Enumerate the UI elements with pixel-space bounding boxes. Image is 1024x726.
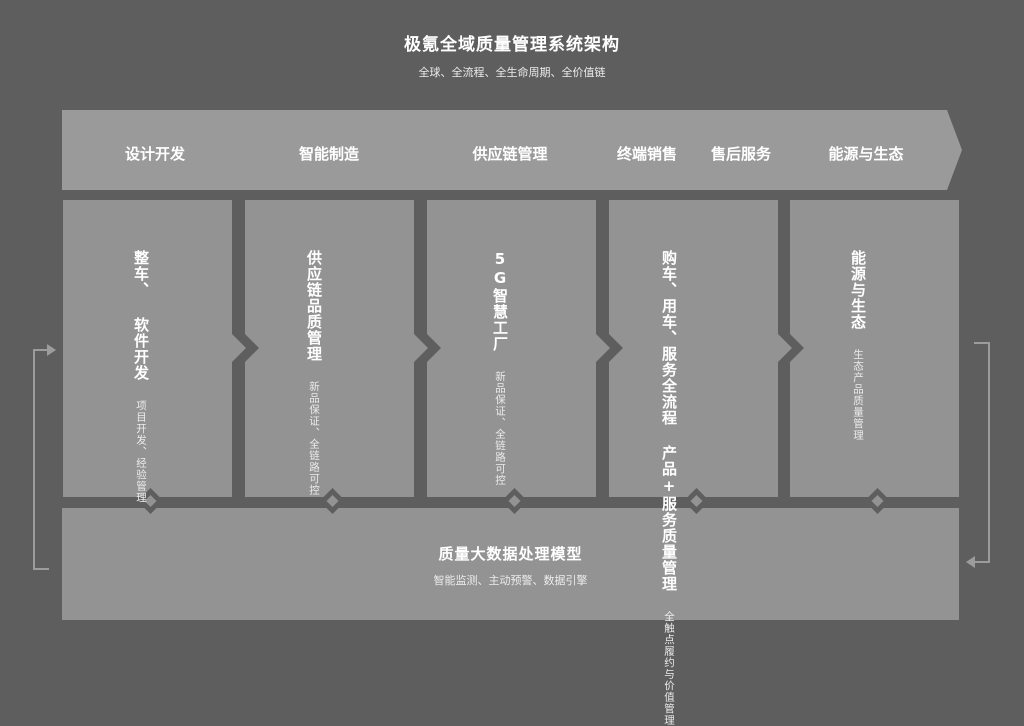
stage-arrow-band xyxy=(62,110,962,190)
card-1-panel xyxy=(63,200,246,497)
bottom-panel xyxy=(62,508,959,620)
stage-label-energy: 能源与生态 xyxy=(828,145,904,163)
card-5-subtitle: 生态产品质量管理 xyxy=(852,349,864,441)
card-4-title-line-2: 产品+服务质量管理 xyxy=(660,445,678,592)
loop-arrow-left-head xyxy=(47,344,56,356)
stage-label-aftersales: 售后服务 xyxy=(710,145,772,163)
card-1-subtitle: 项目开发、经验管理 xyxy=(135,400,147,504)
card-3-text: 5G智慧工厂 新品保证、全链路可控 xyxy=(488,250,512,486)
card-4-panel xyxy=(609,200,792,497)
bottom-panel-title: 质量大数据处理模型 xyxy=(438,545,583,563)
card-3-title: 5G智慧工厂 xyxy=(491,250,509,352)
connector-diamond-inner-1 xyxy=(144,495,157,507)
page-subtitle: 全球、全流程、全生命周期、全价值链 xyxy=(418,66,606,79)
card-2-title: 供应链品质管理 xyxy=(305,250,323,362)
connector-diamond-inner-3 xyxy=(508,495,521,507)
stage-label-manufacturing: 智能制造 xyxy=(298,145,360,163)
stage-label-sales: 终端销售 xyxy=(616,145,678,163)
loop-arrow-right xyxy=(974,342,990,563)
stage-label-supply-chain: 供应链管理 xyxy=(472,145,548,163)
bottom-panel-subtitle: 智能监测、主动预警、数据引擎 xyxy=(433,574,588,587)
card-1-text: 整车、 软件开发 项目开发、经验管理 xyxy=(129,250,153,504)
stage-label-design: 设计开发 xyxy=(124,145,186,163)
connector-diamond-inner-5 xyxy=(871,495,884,507)
card-5-title: 能源与生态 xyxy=(849,250,867,330)
card-3-panel xyxy=(427,200,610,497)
loop-arrow-left xyxy=(33,349,49,570)
connector-diamond-inner-2 xyxy=(326,495,339,507)
flow-diagram xyxy=(33,200,990,620)
page-title: 极氪全域质量管理系统架构 xyxy=(404,35,620,55)
card-4-title-line-1: 购车、用车、服务全流程 xyxy=(660,250,678,426)
card-2-text: 供应链品质管理 新品保证、全链路可控 xyxy=(302,250,326,496)
loop-arrow-right-head xyxy=(966,556,975,568)
card-1-title-line-1: 整车、 xyxy=(132,250,150,298)
connector-diamond-inner-4 xyxy=(690,495,703,507)
card-4-subtitle: 全触点履约与价值管理 xyxy=(663,611,675,726)
card-4-text: 购车、用车、服务全流程 产品+服务质量管理 全触点履约与价值管理 xyxy=(657,250,681,726)
card-3-subtitle: 新品保证、全链路可控 xyxy=(494,371,506,486)
card-1-title-line-2: 软件开发 xyxy=(132,317,150,381)
card-2-subtitle: 新品保证、全链路可控 xyxy=(308,381,320,496)
card-2-panel xyxy=(245,200,428,497)
card-5-text: 能源与生态 生态产品质量管理 xyxy=(846,250,870,441)
card-5-panel xyxy=(790,200,959,497)
